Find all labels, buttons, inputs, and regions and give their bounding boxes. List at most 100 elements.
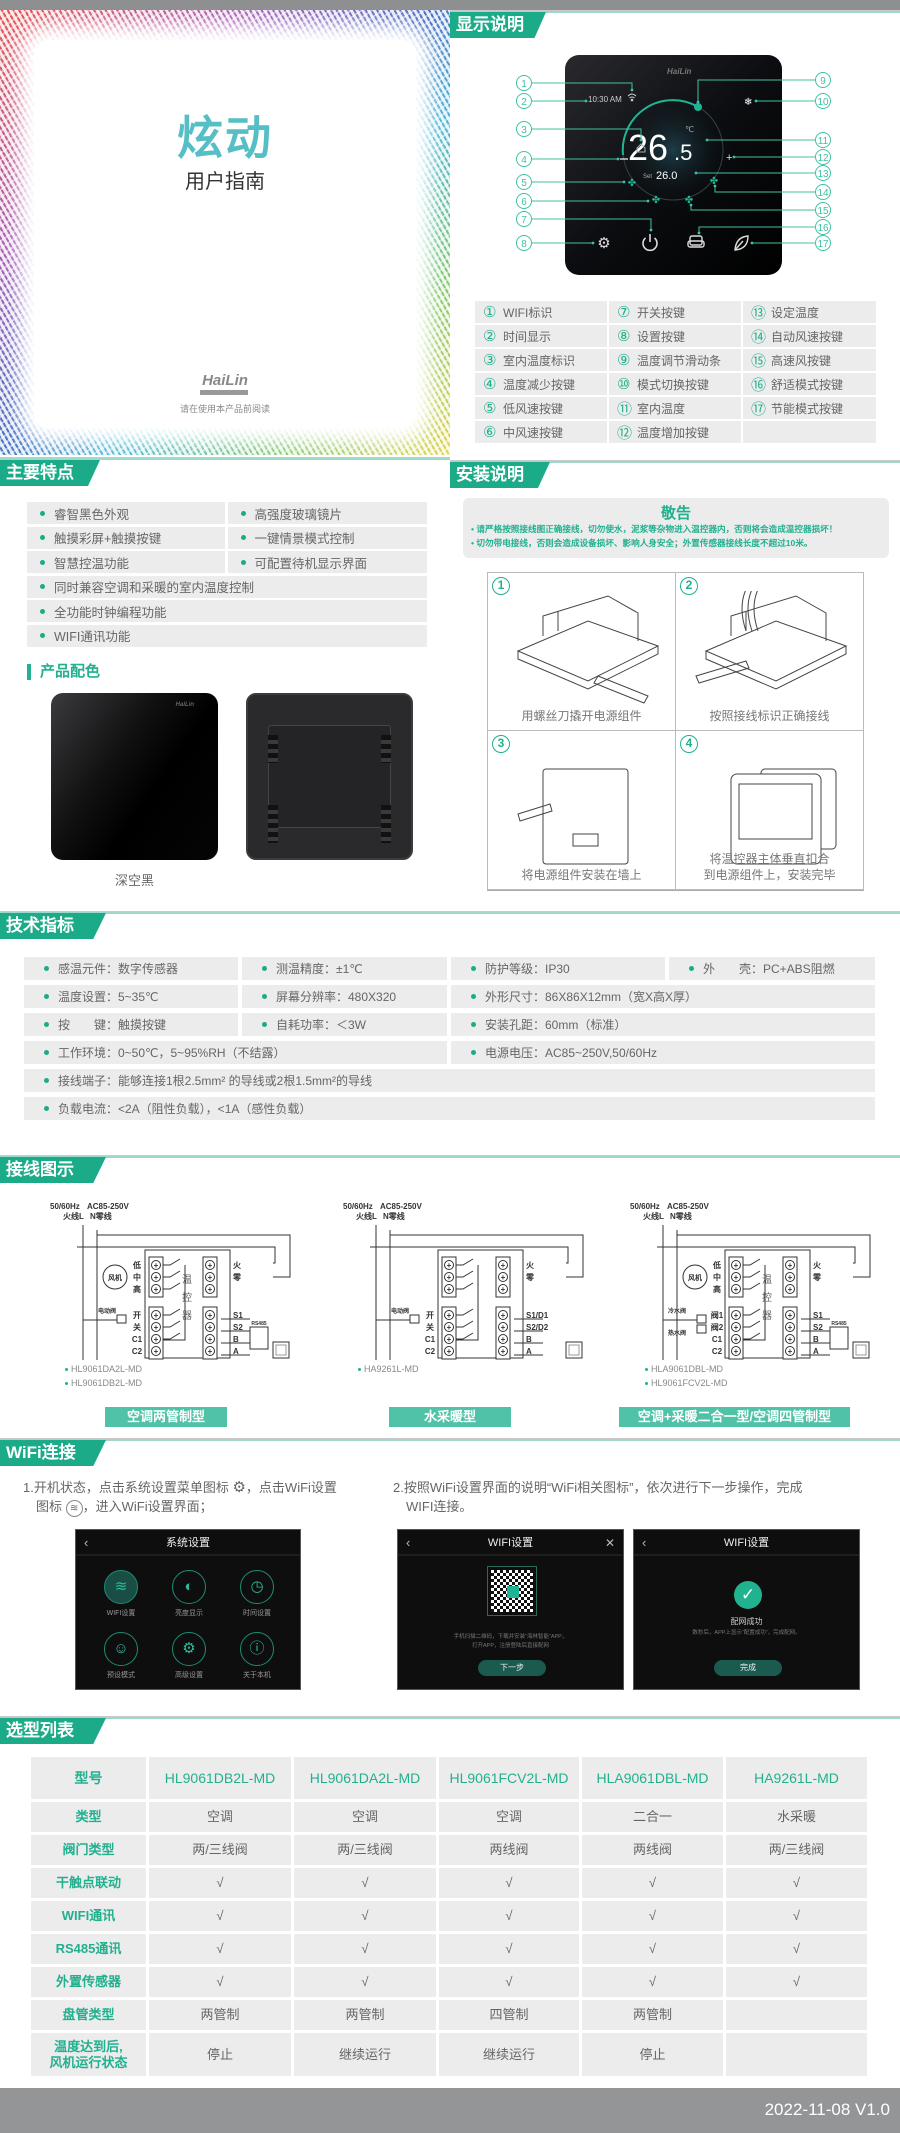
sofa-comfort-icon [687, 235, 705, 248]
callout-line [532, 128, 642, 140]
callout-line [532, 218, 652, 230]
tech-spec-item: 外 壳：PC+ABS阻燃 [669, 957, 875, 980]
callout-number: 12 [817, 153, 829, 164]
supply-voltage-label: AC85-250V [87, 1202, 129, 1211]
feature-item: WIFI通讯功能 [27, 624, 427, 647]
tech-spec-text: 安装孔距：60mm（标准） [485, 1018, 627, 1032]
callout-line [697, 79, 815, 102]
table-cell: √ [149, 1901, 291, 1931]
terminal-screw-mark: + [788, 1311, 793, 1320]
legend-label: 温度减少按键 [503, 377, 576, 392]
terminal-screw [498, 1322, 508, 1332]
terminal-screw [444, 1260, 454, 1270]
cover-note: 请在使用本产品前阅读 [179, 404, 270, 414]
terminal-label: A [233, 1347, 239, 1356]
mode-snowflake-icon: ❄ [744, 97, 752, 108]
callout-circle [815, 235, 831, 251]
section-tab-display: 显示说明 [450, 12, 546, 38]
product-colors-heading: 产品配色 [27, 664, 100, 680]
terminal-label: C1 [425, 1335, 436, 1344]
live-wire-label: 火线L [643, 1211, 664, 1221]
tech-spec-text: 工作环境：0~50℃，5~95%RH（不结露） [58, 1046, 286, 1060]
section-tab-tech: 技术指标 [0, 913, 106, 939]
terminal-screw-mark: + [208, 1323, 213, 1332]
bullet-dot [471, 1050, 476, 1055]
callout-number: 6 [521, 197, 527, 208]
bullet-dot [40, 535, 45, 540]
fan-low-icon: ✤ [628, 178, 636, 189]
wifi-step1-line1: 1.开机状态，点击系统设置菜单图标 [23, 1480, 229, 1495]
callout-dot [713, 184, 717, 188]
terminal-screw [205, 1272, 215, 1282]
terminal-screw-mark: + [208, 1335, 213, 1344]
table-cell: 两管制 [294, 2000, 436, 2030]
table-cell: √ [149, 1967, 291, 1997]
terminal-screw-mark: + [788, 1273, 793, 1282]
terminal-screw [785, 1310, 795, 1320]
terminal-screw [785, 1284, 795, 1294]
product-back-view [246, 693, 413, 860]
table-cell: √ [582, 1934, 723, 1964]
terminal-screw-mark: + [501, 1273, 506, 1282]
terminal-screw [498, 1260, 508, 1270]
callout-number: 7 [521, 215, 527, 226]
legend-label: 自动风速按键 [771, 329, 844, 344]
wifi-step1-text-2: 图标 ≋，进入WiFi设置界面； [36, 1497, 213, 1517]
terminal-label: 低 [712, 1260, 721, 1270]
terminal-label: 零 [232, 1272, 242, 1282]
terminal-screw [151, 1260, 161, 1270]
warning-line: • 切勿带电接线，否则会造成设备损坏、影响人身安全；外置传感器接线长度不超过10… [471, 538, 813, 548]
wifi-icon [627, 93, 637, 102]
terminal-screw [151, 1310, 161, 1320]
legend-label: 高速风按键 [771, 353, 832, 368]
valve-label: 热水阀 [668, 1329, 686, 1337]
table-cell: 继续运行 [294, 2033, 436, 2076]
warning-box: 敬告 • 请严格按照接线图正确接线，切勿使水，泥浆等杂物进入温控器内，否则将会造… [463, 498, 889, 558]
rs485-box [829, 1326, 849, 1350]
tech-spec-item: 负载电流：<2A（阻性负载），<1A（感性负载） [24, 1097, 875, 1120]
relay-switch [743, 1308, 761, 1316]
terminal-screw-mark: + [154, 1347, 159, 1356]
terminal-screw-mark: + [447, 1335, 452, 1344]
terminal-label: 关 [426, 1322, 434, 1332]
settings-item-label: 关于本机 [243, 1672, 271, 1679]
tech-spec-text: 温度设置：5~35℃ [58, 990, 159, 1004]
bullet-dot [44, 994, 49, 999]
slider-knob [694, 103, 702, 111]
table-header-cell: HL9061DB2L-MD [149, 1757, 291, 1799]
callout-circle [516, 121, 532, 137]
terminal-screw-mark: + [788, 1335, 793, 1344]
callout-number: 4 [521, 155, 527, 166]
step-illustration [695, 591, 848, 690]
tech-spec-text: 负载电流：<2A（阻性负载），<1A（感性负载） [58, 1102, 312, 1116]
terminal-label: B [233, 1335, 239, 1344]
table-cell: 空调 [439, 1802, 579, 1832]
qr-code [491, 1570, 533, 1612]
model-item: HLA9061DBL-MD [645, 1362, 728, 1376]
table-cell: √ [149, 1934, 291, 1964]
terminal-label: 火 [813, 1261, 822, 1270]
section-line [0, 911, 900, 914]
step-caption: 将温控器主体垂直扣合 到电源组件上，安装完毕 [703, 852, 836, 882]
terminal-block [495, 1306, 511, 1360]
legend-number: ① [483, 304, 497, 321]
live-loop [370, 1246, 569, 1264]
terminal-label: S1/D1 [526, 1311, 549, 1320]
callout-number: 8 [521, 239, 527, 250]
bullet-dot [40, 633, 45, 638]
terminal-screw-mark: + [788, 1261, 793, 1270]
bullet-dot [40, 559, 45, 565]
terminal-block [441, 1306, 457, 1360]
terminal-screw [731, 1346, 741, 1356]
terminal-label: 中 [713, 1272, 721, 1282]
table-cell: √ [439, 1901, 579, 1931]
callout-dot [639, 138, 643, 142]
live-wire-label: 火线L [63, 1211, 84, 1221]
step-caption: 用螺丝刀撬开电源组件 [521, 709, 642, 723]
terminal-screw-mark: + [154, 1311, 159, 1320]
terminal-screw [205, 1322, 215, 1332]
wifi-step2-line1: 2.按照WiFi设置界面的说明“WiFi相关图标”，依次进行下一步操作，完成 [393, 1480, 803, 1495]
terminal-label: 火 [233, 1261, 242, 1270]
